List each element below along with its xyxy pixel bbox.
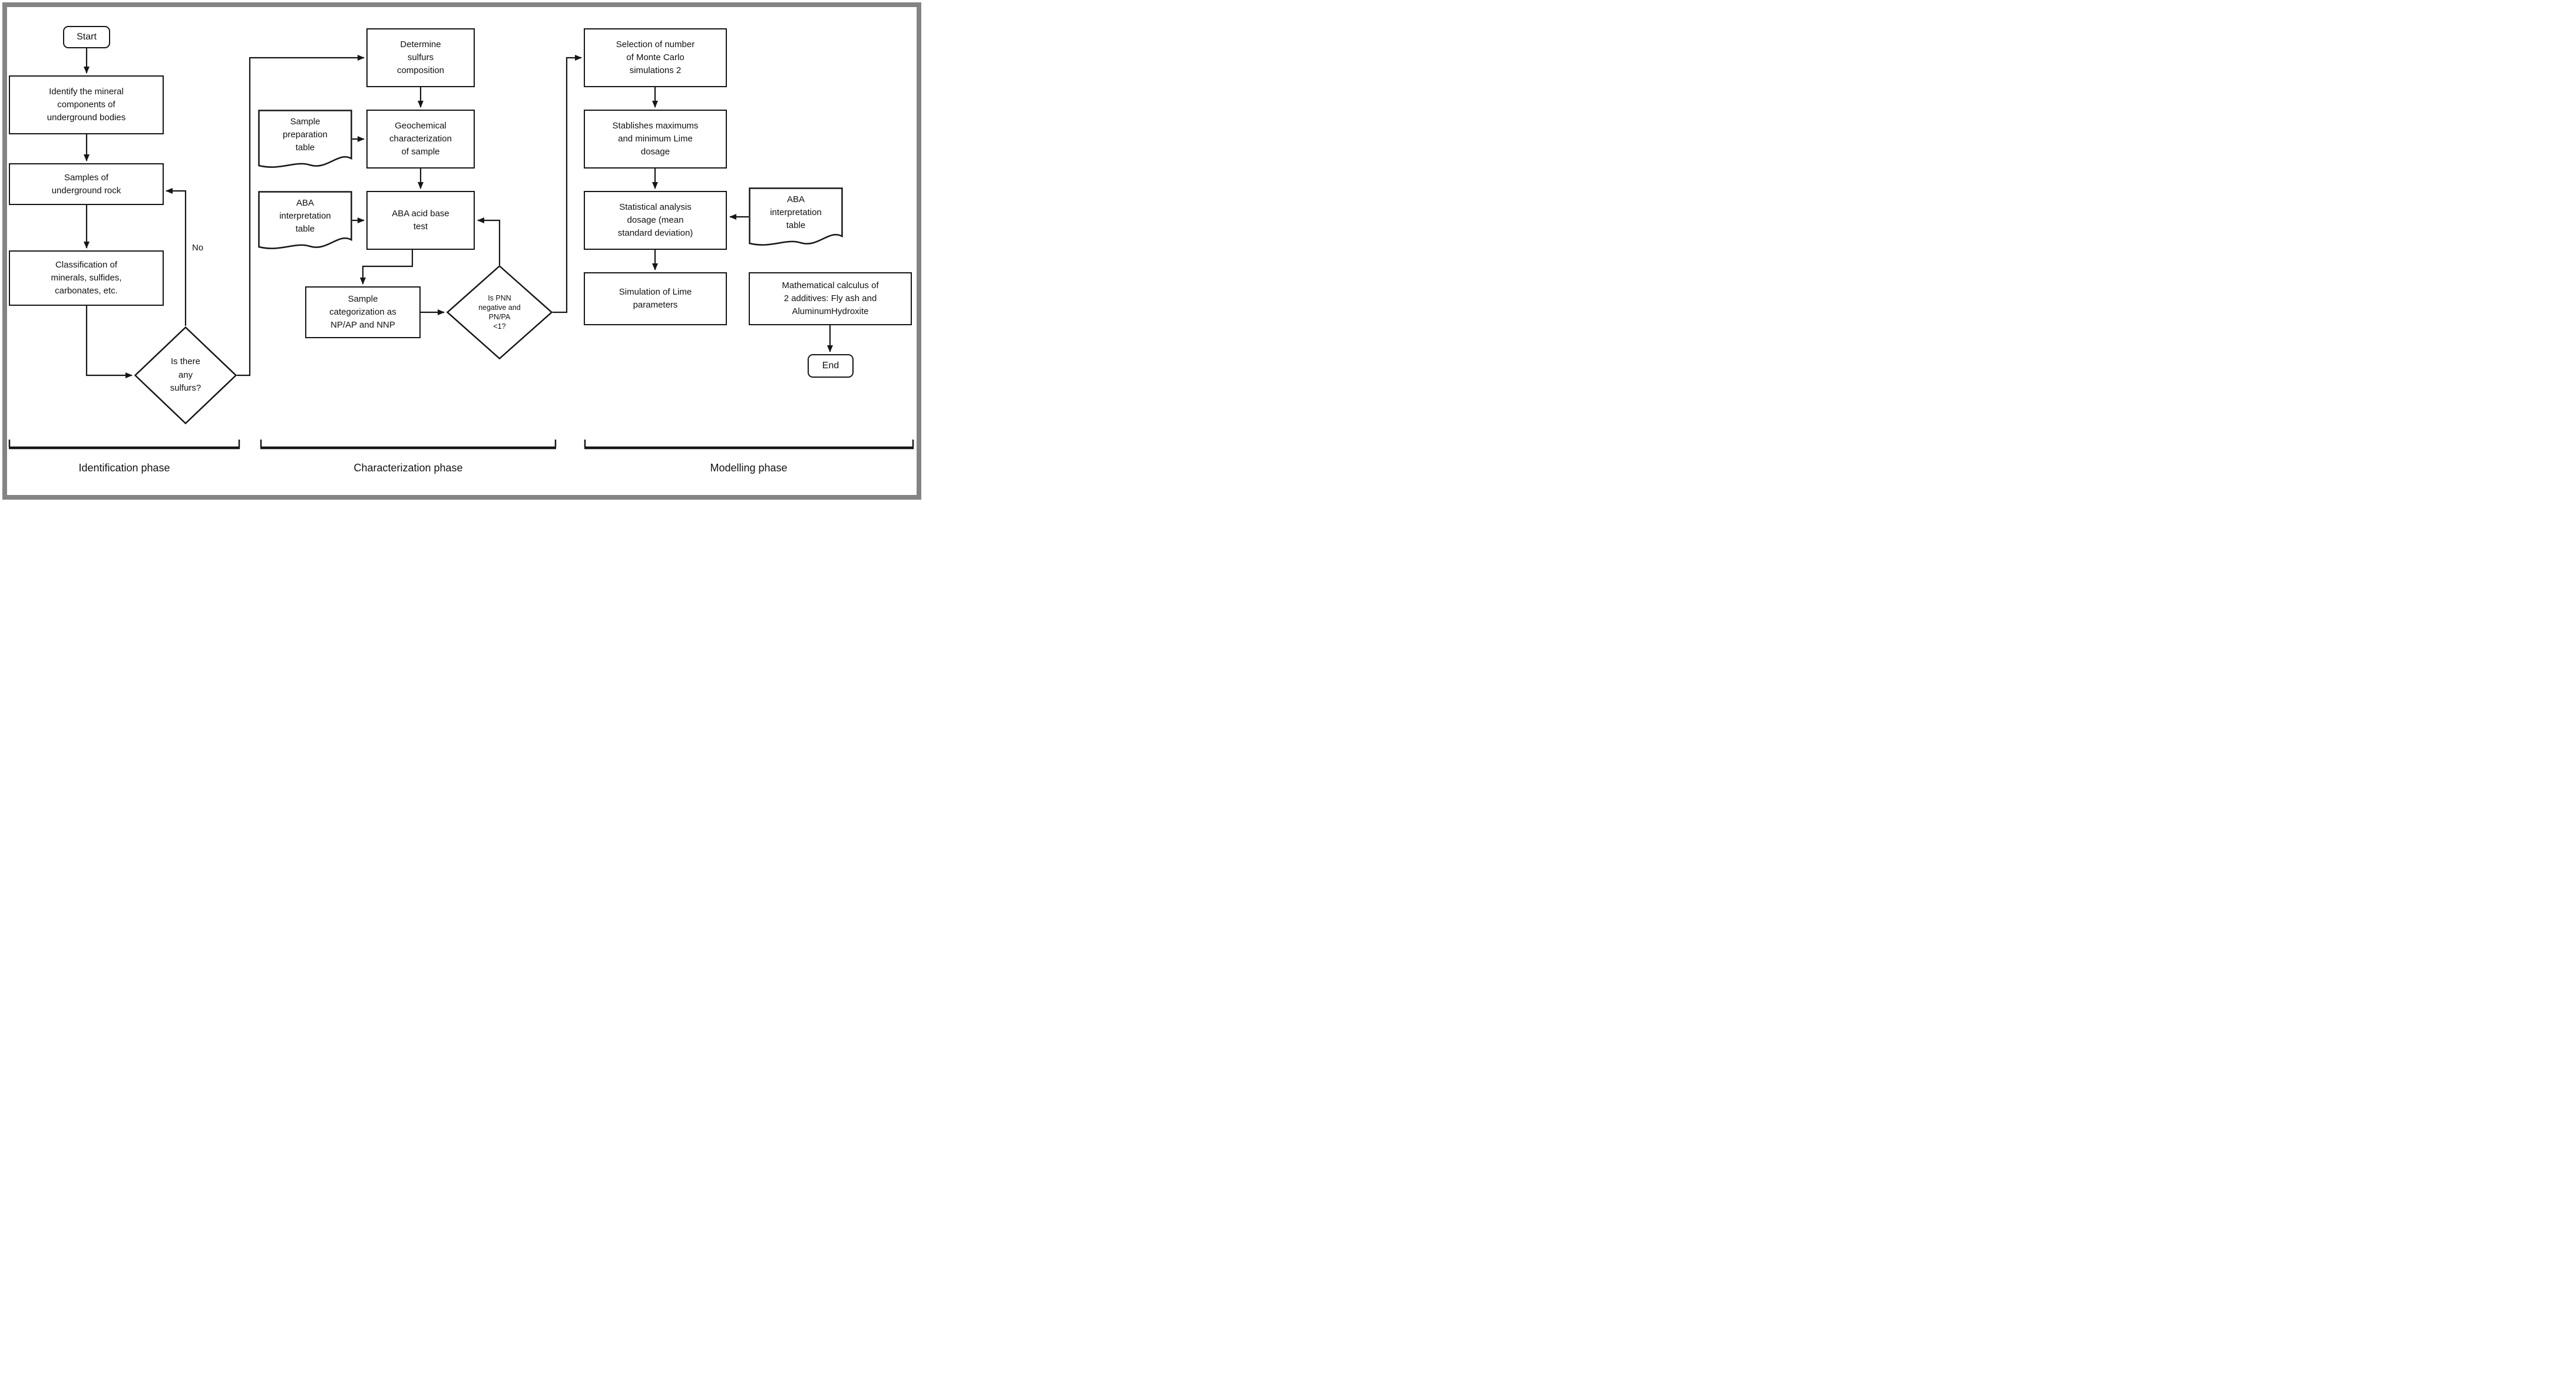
aba-interpretation-document-2: ABA interpretation table: [749, 187, 843, 246]
identification-bracket-ticks: [8, 440, 240, 447]
aba-interpretation-label: ABA interpretation table: [279, 198, 331, 234]
identify-minerals-box: Identify the mineral components of under…: [9, 75, 164, 134]
edge-no-return-to-samples: [166, 188, 187, 326]
lime-dosage-limits-box: Stablishes maximums and minimum Lime dos…: [584, 110, 727, 169]
flowchart-canvas: Start Identify the mineral components of…: [0, 0, 924, 502]
sample-preparation-label: Sample preparation table: [283, 117, 328, 153]
samples-rock-box: Samples of underground rock: [9, 163, 164, 205]
math-calculus-box: Mathematical calculus of 2 additives: Fl…: [749, 272, 912, 325]
end-terminator: End: [808, 354, 854, 378]
edge-pnn-loop-to-aba-test: [477, 217, 501, 265]
connector-layer: [8, 48, 914, 450]
edge-aba-test-to-categorization: [360, 250, 414, 285]
sulfur-decision-diamond: Is there any sulfurs?: [134, 326, 237, 424]
start-terminator: Start: [63, 26, 110, 48]
lime-simulation-box: Simulation of Lime parameters: [584, 272, 727, 325]
identification-phase-label: Identification phase: [78, 462, 170, 474]
no-edge-label: No: [192, 243, 204, 253]
document-shape: [749, 187, 843, 246]
classification-box: Classification of minerals, sulfides, ca…: [9, 250, 164, 306]
document-shape: [258, 110, 352, 168]
pnn-decision-label: Is PNN negative and PN/PA <1?: [478, 293, 521, 331]
characterization-bracket-ticks: [260, 440, 557, 447]
phase-brackets: [8, 440, 914, 450]
aba-test-box: ABA acid base test: [366, 191, 475, 250]
statistical-analysis-box: Statistical analysis dosage (mean standa…: [584, 191, 727, 250]
sulfur-decision-label: Is there any sulfurs?: [170, 356, 201, 394]
pnn-decision-diamond: Is PNN negative and PN/PA <1?: [447, 265, 553, 359]
sample-preparation-document: Sample preparation table: [258, 110, 352, 169]
edge-pnn-to-monte-carlo: [553, 55, 582, 313]
aba-interpretation-document: ABA interpretation table: [258, 191, 352, 250]
determine-sulfurs-box: Determine sulfurs composition: [366, 28, 475, 87]
geochemical-box: Geochemical characterization of sample: [366, 110, 475, 169]
sample-categorization-box: Sample categorization as NP/AP and NNP: [305, 286, 421, 338]
modelling-phase-label: Modelling phase: [710, 462, 788, 474]
aba-interpretation-label-2: ABA interpretation table: [770, 194, 822, 230]
document-shape: [258, 191, 352, 249]
characterization-phase-label: Characterization phase: [353, 462, 463, 474]
modelling-bracket-ticks: [584, 440, 914, 447]
monte-carlo-selection-box: Selection of number of Monte Carlo simul…: [584, 28, 727, 87]
edge-yes-to-determine-sulfurs: [237, 55, 365, 377]
edge-classification-to-sulfur-decision: [85, 306, 133, 378]
diamond-shape: [134, 326, 237, 424]
diamond-shape: [447, 265, 553, 359]
